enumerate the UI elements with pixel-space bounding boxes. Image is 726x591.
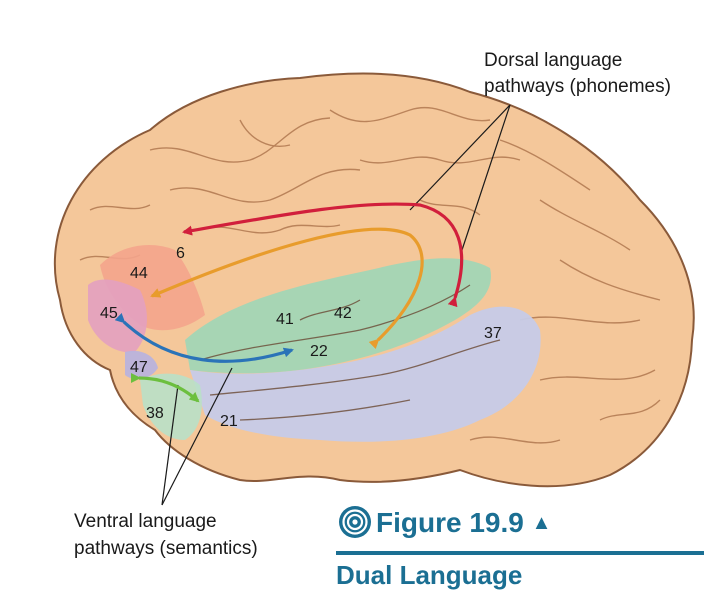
ventral-callout-line1: Ventral language <box>74 511 217 532</box>
figure-title: Figure 19.9 ▲ <box>376 507 551 539</box>
area-label-6: 6 <box>176 245 185 262</box>
figure-subtitle: Dual Language <box>336 560 523 590</box>
triangle-icon: ▲ <box>531 512 552 534</box>
area-label-45: 45 <box>100 305 118 322</box>
area-47-region <box>125 350 158 380</box>
dorsal-callout-line2: pathways (phonemes) <box>484 76 671 97</box>
area-label-41: 41 <box>276 311 294 328</box>
ventral-callout-line2: pathways (semantics) <box>74 538 258 559</box>
area-label-47: 47 <box>130 359 148 376</box>
ventral-green-arrow <box>130 372 200 403</box>
middle-temporal-region <box>190 306 541 442</box>
area-label-22: 22 <box>310 343 328 360</box>
area-label-21: 21 <box>220 413 238 430</box>
dorsal-callout-line1: Dorsal language <box>484 50 622 71</box>
dorsal-red-arrow <box>182 202 464 308</box>
area-label-44: 44 <box>130 265 148 282</box>
figure-divider <box>336 551 704 555</box>
area-label-37: 37 <box>484 325 502 342</box>
dorsal-orange-arrow <box>150 227 424 350</box>
ventral-blue-arrow <box>114 312 294 363</box>
figure-number: Figure 19.9 <box>376 507 524 538</box>
area-label-38: 38 <box>146 405 164 422</box>
area-label-42: 42 <box>334 305 352 322</box>
ventral-callout-lines <box>161 367 233 506</box>
target-icon <box>339 506 371 538</box>
dorsal-callout-lines <box>409 104 511 251</box>
